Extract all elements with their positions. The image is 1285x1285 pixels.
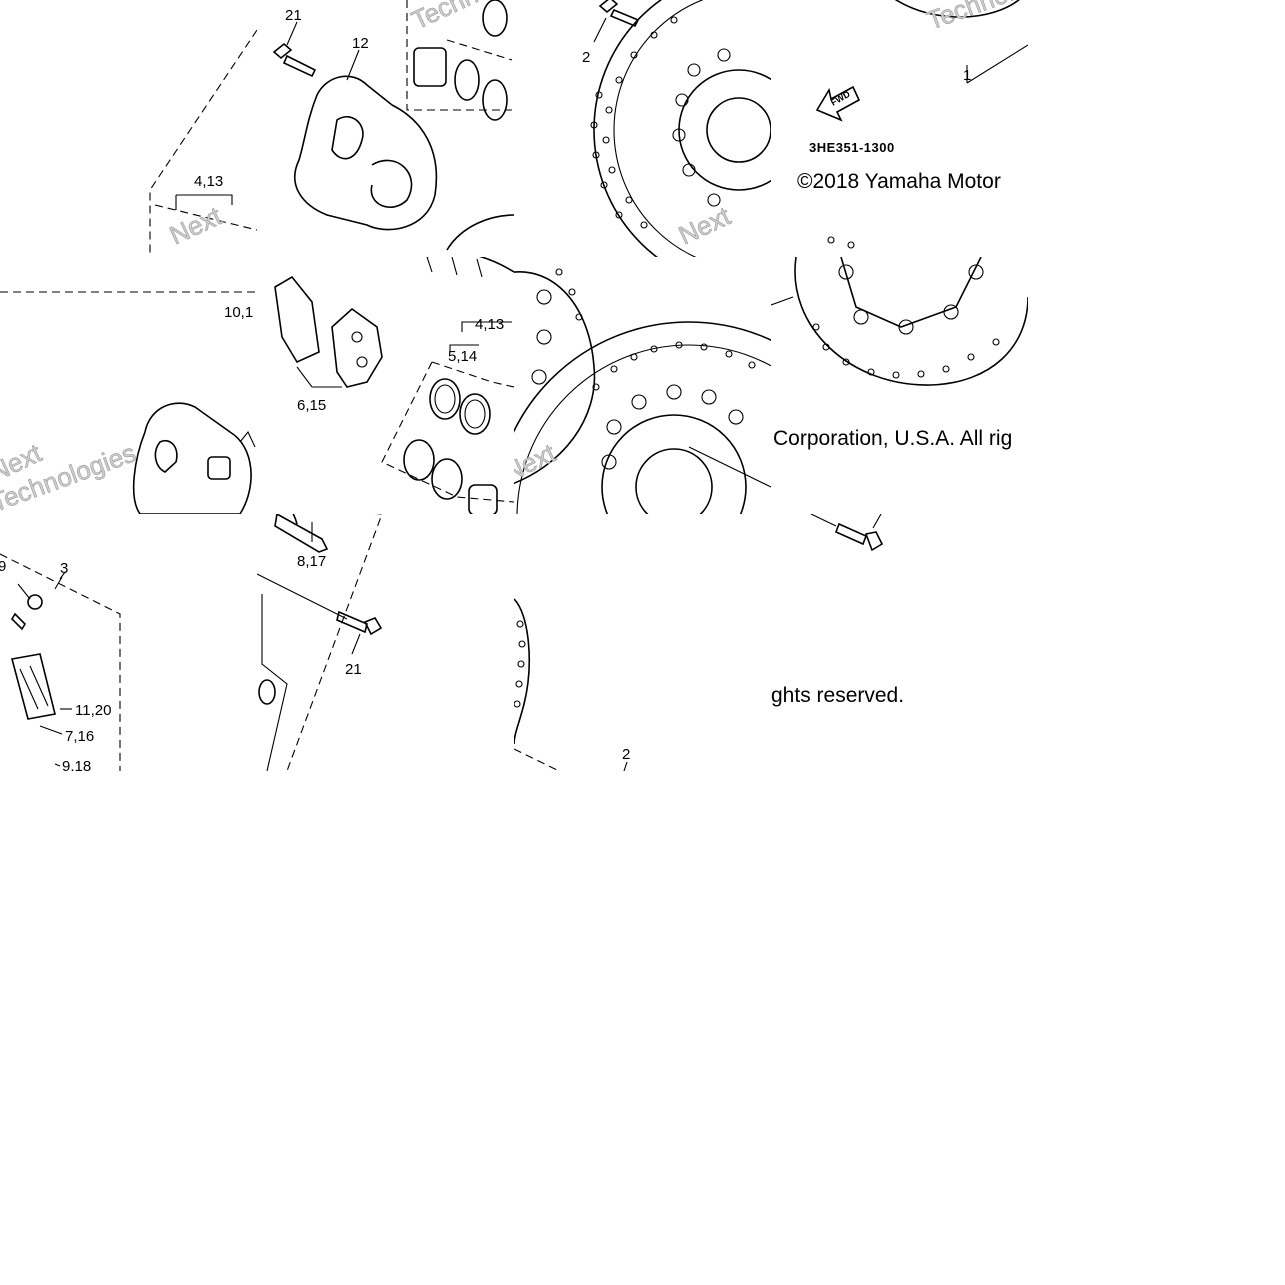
watermark-tech-2: Technologies	[923, 0, 1028, 36]
bolt-21-bottom	[336, 610, 383, 636]
tile-rotor-bottom: 2	[514, 514, 771, 771]
copyright-line-1: ©2018 Yamaha Motor	[797, 170, 1001, 193]
callout-4-13-top: 4,13	[194, 173, 223, 190]
callout-9: 9	[0, 558, 6, 575]
tile-pads: 6,15 4,13 5,14	[257, 257, 514, 514]
fwd-area-drawing: FWD Technologies 1	[815, 0, 1028, 249]
watermark-next-4: Next	[514, 437, 561, 487]
bolt-right-drawing	[810, 514, 884, 552]
pin-drawing: 8,17 21	[257, 514, 383, 771]
callout-10-1: 10,1	[224, 304, 253, 321]
tile-rotor-top: 2 Next	[514, 0, 771, 257]
bolt-21-top	[272, 42, 317, 78]
callout-11-20: 11,20	[75, 702, 111, 719]
caliper-mid-drawing: Next Technologies 10,1	[0, 291, 257, 514]
rotor-top-drawing: 2 Next	[582, 0, 771, 257]
rotor-mid-drawing: Next	[514, 268, 771, 514]
pads-drawing: 6,15 4,13 5,14	[274, 257, 514, 514]
tile-bolt-right	[771, 514, 1028, 771]
tile-label-top-right: FWD Technologies 1	[771, 0, 1028, 257]
watermark-tech-1: Technologies	[407, 0, 514, 35]
watermark-next-1: Next	[165, 200, 227, 250]
callout-9-18: 9,18	[62, 758, 91, 771]
tile-pin: 8,17 21	[257, 514, 514, 771]
copyright-line-3: ghts reserved.	[771, 684, 905, 707]
tile-caliper-top: Next 4,13	[0, 0, 257, 257]
callout-5-14: 5,14	[448, 348, 477, 365]
callout-1: 1	[963, 67, 971, 84]
caliper-body-drawing: 21 12 Technologies	[272, 0, 514, 251]
callout-21-bottom: 21	[345, 661, 362, 678]
tile-bracket: 9 3 11,20 7,16 9,18	[0, 514, 257, 771]
callout-4-13-mid: 4,13	[475, 316, 504, 333]
tile-caliper-body: 21 12 Technologies	[257, 0, 514, 257]
rotor-right-drawing	[771, 257, 1028, 386]
callout-21-top: 21	[285, 7, 302, 24]
callout-2-bottom: 2	[622, 746, 630, 763]
watermark-next-2: Next	[674, 200, 736, 250]
tile-rotor-mid: Next	[514, 257, 771, 514]
tile-rotor-right	[771, 257, 1028, 514]
callout-12: 12	[352, 35, 369, 52]
callout-6-15: 6,15	[297, 397, 326, 414]
callout-7-16: 7,16	[65, 728, 94, 745]
fwd-arrow-icon: FWD	[815, 85, 861, 122]
callout-8-17: 8,17	[297, 553, 326, 570]
callout-3: 3	[60, 560, 68, 577]
bolt-2-top	[598, 0, 640, 28]
callout-2-top: 2	[582, 49, 590, 66]
part-code: 3HE351-1300	[809, 140, 895, 155]
copyright-line-2: Corporation, U.S.A. All rig	[773, 427, 1013, 450]
tile-caliper-mid: Next Technologies 10,1	[0, 257, 257, 514]
rotor-bottom-drawing: 2	[514, 598, 630, 771]
caliper-top-drawing: Next 4,13	[149, 29, 257, 257]
bracket-drawing: 9 3 11,20 7,16 9,18	[0, 553, 121, 771]
